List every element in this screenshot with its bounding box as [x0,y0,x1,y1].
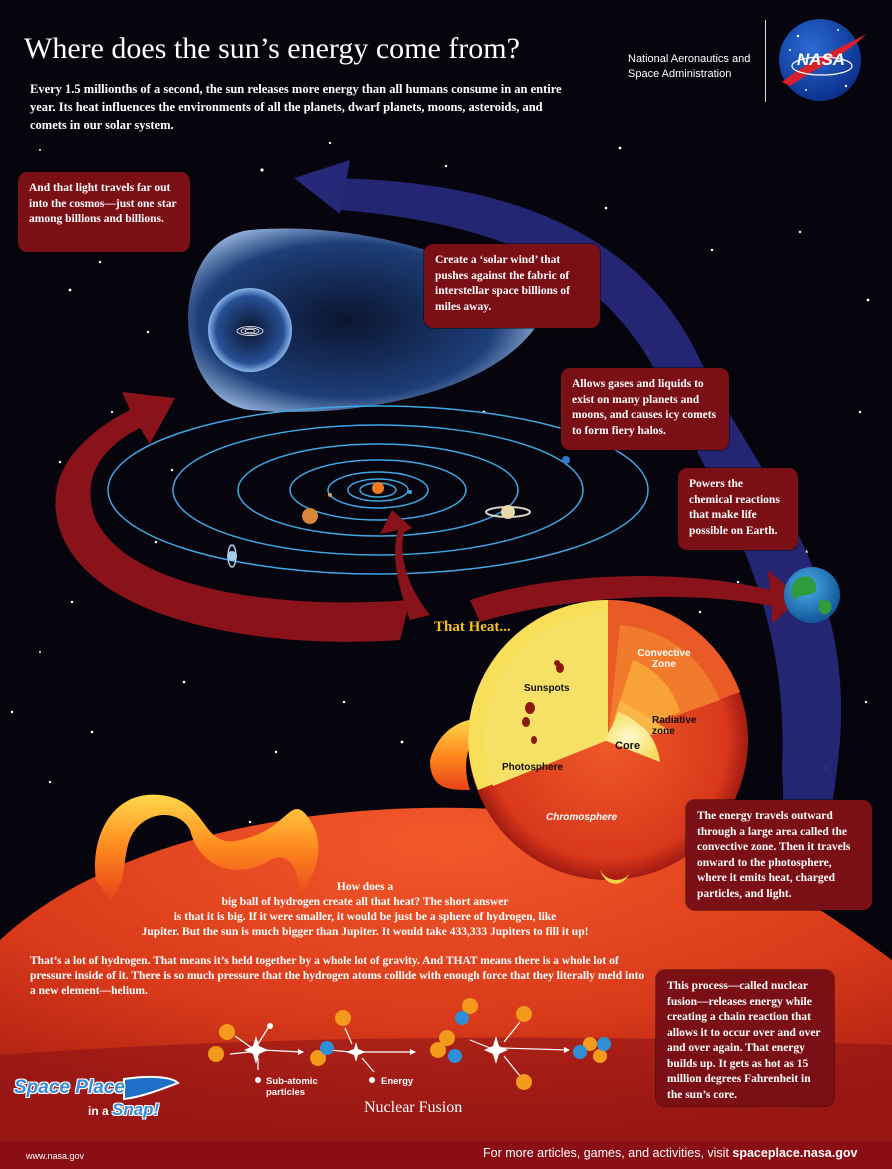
rocket-icon [123,1075,180,1101]
callout-cosmos: And that light travels far out into the … [18,172,190,252]
header-divider [765,20,766,102]
red-energy-arrow [55,392,411,642]
callout-solar-wind: Create a ‘solar wind’ that pushes agains… [424,244,600,328]
intro-paragraph: Every 1.5 millionths of a second, the su… [30,82,562,132]
nasa-logo-icon [779,19,866,101]
fusion-title: Nuclear Fusion [364,1099,463,1116]
agency-line-2: Space Administration [628,68,732,80]
solar-system-orbits [107,405,649,575]
callout-powers: Powers the chemical reactions that make … [678,468,798,550]
label-sunspots: Sunspots [524,683,570,694]
label-convective-zone: Convective Zone [637,648,691,670]
callout-convective: The energy travels outward through a lar… [686,800,872,910]
label-subatomic: Sub-atomic particles [266,1076,318,1098]
solar-flare [94,794,319,900]
label-chromosphere: Chromosphere [546,812,618,823]
explanation-how-does: How does a big ball of hydrogen create a… [141,881,589,938]
footer-message: For more articles, games, and activities… [483,1146,857,1160]
that-heat-label: That Heat... [434,619,511,635]
footer-bar [0,1141,892,1169]
footer-prefix: For more articles, games, and activities… [483,1146,733,1160]
callout-fusion: This process—called nuclear fusion—relea… [656,970,834,1106]
footer-spaceplace-link[interactable]: spaceplace.nasa.gov [732,1146,858,1160]
footer-nasa-link[interactable]: www.nasa.gov [26,1151,85,1161]
explanation-pressure: That’s a lot of hydrogen. That means it’… [30,955,645,997]
space-place-logo: Space Place in a Snap! [12,1071,182,1126]
logo-line-3: Snap! [112,1100,160,1119]
agency-name: National Aeronautics and Space Administr… [628,52,758,82]
logo-line-1: Space Place [14,1077,125,1098]
fusion-diagram [208,998,611,1090]
label-core: Core [615,740,641,752]
label-photosphere: Photosphere [502,762,564,773]
nasa-logo-text: NASA [796,50,846,69]
page-title: Where does the sun’s energy come from? [24,32,520,65]
label-energy: Energy [381,1076,414,1087]
agency-line-1: National Aeronautics and [628,53,751,65]
label-radiative-zone: Radiative zone [652,715,697,737]
earth-globe [784,567,840,623]
logo-line-2: in a [88,1104,109,1118]
callout-gases: Allows gases and liquids to exist on man… [561,368,729,450]
